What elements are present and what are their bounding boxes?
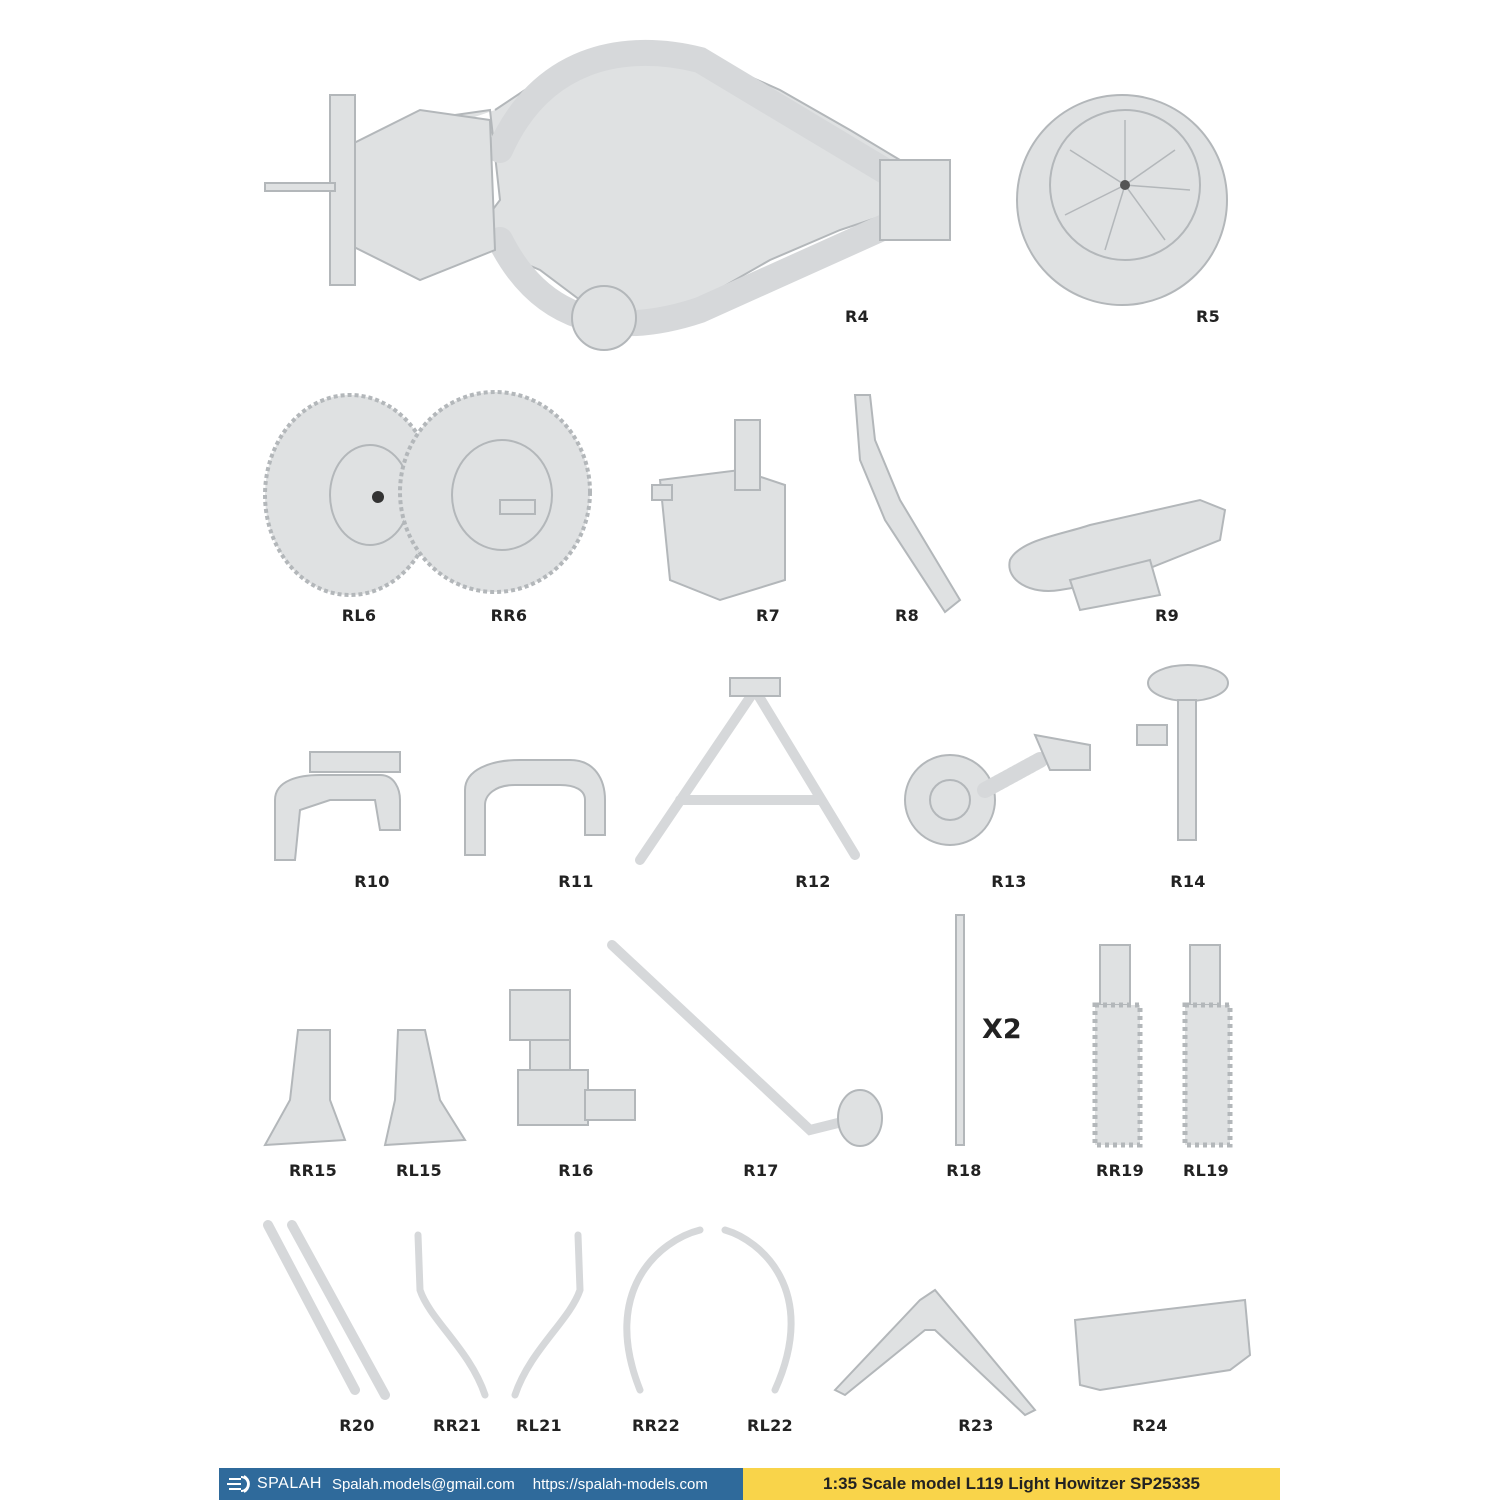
part-label-rl22: RL22: [747, 1416, 793, 1435]
part-label-rl15: RL15: [396, 1161, 442, 1180]
footer-contact: SPALAH Spalah.models@gmail.com https://s…: [219, 1468, 743, 1500]
part-r10: [274, 751, 401, 861]
email-link[interactable]: Spalah.models@gmail.com: [331, 1475, 515, 1493]
part-r9: [1008, 498, 1227, 612]
part-r13-handwheel: [904, 733, 1091, 846]
part-label-rr21: RR21: [432, 1416, 482, 1435]
part-label-r8: R8: [894, 606, 920, 625]
part-label-r18: R18: [946, 1161, 982, 1180]
part-label-r7: R7: [755, 606, 781, 625]
part-label-rr22: RR22: [631, 1416, 681, 1435]
part-rl6-wheel: [263, 393, 437, 597]
part-r7: [651, 419, 786, 602]
part-r11: [464, 759, 606, 856]
part-label-rl6: RL6: [341, 606, 377, 625]
part-r16: [509, 989, 636, 1126]
part-rl15: [383, 1029, 467, 1147]
part-r18-rod: [955, 914, 965, 1146]
part-rr21: [414, 1231, 489, 1399]
part-rl21: [511, 1231, 584, 1399]
part-label-r17: R17: [743, 1161, 779, 1180]
part-rl22: [721, 1226, 795, 1394]
part-r23: [833, 1288, 1037, 1417]
part-r20: [263, 1220, 390, 1400]
part-rr15: [263, 1029, 347, 1147]
part-label-r12: R12: [795, 872, 831, 891]
part-label-rl19: RL19: [1183, 1161, 1229, 1180]
part-label-r5: R5: [1195, 307, 1221, 326]
quantity-note: X2: [982, 1014, 1022, 1045]
part-r4-trail-frame: [264, 39, 951, 351]
part-label-r16: R16: [558, 1161, 594, 1180]
part-r17-rod: [607, 940, 883, 1147]
footer-banner: SPALAH Spalah.models@gmail.com https://s…: [219, 1468, 1280, 1500]
part-rr22: [623, 1226, 704, 1394]
part-r24: [1073, 1298, 1252, 1392]
part-label-r24: R24: [1132, 1416, 1168, 1435]
part-label-r10: R10: [354, 872, 390, 891]
spalah-logo-icon: [227, 1475, 250, 1493]
part-label-r20: R20: [339, 1416, 375, 1435]
part-label-r14: R14: [1170, 872, 1206, 891]
part-rl19-spring: [1182, 944, 1233, 1148]
part-label-rr15: RR15: [288, 1161, 338, 1180]
part-r14: [1136, 664, 1229, 841]
part-label-r11: R11: [558, 872, 594, 891]
brand-logo: SPALAH: [227, 1475, 322, 1493]
part-label-r13: R13: [991, 872, 1027, 891]
part-r5-disc: [1016, 94, 1228, 306]
website-link[interactable]: https://spalah-models.com: [532, 1475, 708, 1493]
part-label-r23: R23: [958, 1416, 994, 1435]
part-rr6-wheel: [398, 390, 592, 594]
part-label-r4: R4: [844, 307, 870, 326]
part-r12-a-frame: [635, 677, 860, 865]
product-title: 1:35 Scale model L119 Light Howitzer SP2…: [743, 1468, 1280, 1500]
part-rr19-spring: [1092, 944, 1143, 1148]
brand-name: SPALAH: [257, 1475, 322, 1492]
part-label-rl21: RL21: [516, 1416, 562, 1435]
part-label-rr6: RR6: [490, 606, 528, 625]
part-label-r9: R9: [1154, 606, 1180, 625]
part-label-rr19: RR19: [1095, 1161, 1145, 1180]
part-r8: [853, 394, 962, 614]
